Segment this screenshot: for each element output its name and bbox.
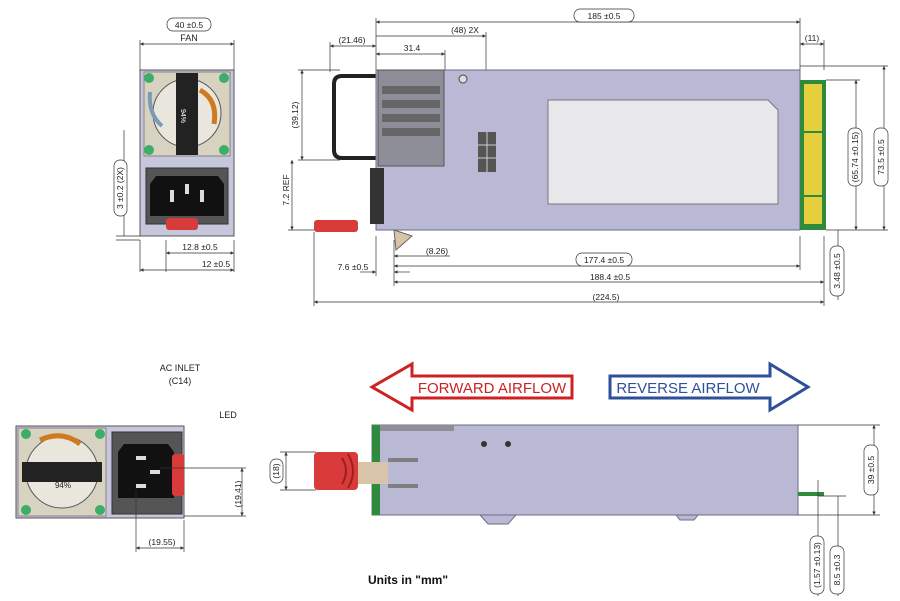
dim-19-55: (19.55) xyxy=(149,537,176,547)
forward-airflow-label: FORWARD AIRFLOW xyxy=(418,380,567,397)
pcb-edge xyxy=(798,492,824,496)
screw-icon xyxy=(21,505,31,515)
screw-icon xyxy=(144,73,154,83)
side-view-bottom: FORWARD AIRFLOW REVERSE AIRFLOW (18) 39 … xyxy=(269,361,880,596)
dim-65-74: (65.74 ±0.15) xyxy=(850,132,860,183)
dim-39-12: (39.12) xyxy=(290,101,300,128)
dim-11: (11) xyxy=(805,33,820,43)
latch-icon xyxy=(166,218,198,230)
length-dim: 185 ±0.5 xyxy=(587,11,620,21)
screw-icon xyxy=(219,73,229,83)
dim-21-46: (21.46) xyxy=(339,35,366,45)
dim-224-5: (224.5) xyxy=(593,292,620,302)
product-label-area xyxy=(547,99,779,205)
dim-48: (48) 2X xyxy=(451,25,479,35)
dim-7-6: 7.6 ±0.5 xyxy=(338,262,369,272)
gold-fingers xyxy=(804,84,822,224)
dim-177-4: 177.4 ±0.5 xyxy=(584,255,624,265)
screw-icon xyxy=(219,145,229,155)
screw-icon xyxy=(144,145,154,155)
ac-inlet-label: AC INLET xyxy=(160,363,201,373)
side-view-top: 185 ±0.5 (48) 2X (21.46) 31.4 (11) (39.1… xyxy=(281,8,889,306)
forward-airflow-arrow-icon xyxy=(368,361,574,413)
dim-18: (18) xyxy=(271,463,281,478)
screw-icon xyxy=(95,429,105,439)
dim-19-41: (19.41) xyxy=(233,480,243,507)
dim-31-4: 31.4 xyxy=(404,43,421,53)
screw-icon xyxy=(458,74,468,84)
led-label: LED xyxy=(219,410,237,420)
reverse-airflow-arrow-icon xyxy=(608,361,811,413)
dim-1-57: (1.57 ±0.13) xyxy=(812,542,822,588)
dim-39: 39 ±0.5 xyxy=(866,456,876,485)
dim-12-8: 12.8 ±0.5 xyxy=(182,242,218,252)
dim-8-26: (8.26) xyxy=(426,246,448,256)
width-dim: 40 ±0.5 xyxy=(175,20,204,30)
latch-block xyxy=(370,168,384,224)
screw-icon xyxy=(95,505,105,515)
c14-label: (C14) xyxy=(169,376,192,386)
fan-label: FAN xyxy=(180,33,198,43)
screw-icon xyxy=(21,429,31,439)
dim-12: 12 ±0.5 xyxy=(202,259,231,269)
dim-3-48: 3.48 ±0.5 xyxy=(832,253,842,289)
fan-hub xyxy=(176,73,198,155)
dim-8-5: 8.5 ±0.3 xyxy=(832,554,842,585)
ac-inlet-icon xyxy=(118,444,174,498)
latch-icon xyxy=(172,454,184,496)
handle-icon xyxy=(332,74,376,160)
reverse-airflow-label: REVERSE AIRFLOW xyxy=(616,380,760,397)
latch-icon xyxy=(314,452,358,490)
screw-icon xyxy=(481,441,487,447)
screw-icon xyxy=(505,441,511,447)
fan-badge: 94% xyxy=(55,481,71,490)
latch-icon xyxy=(314,220,358,232)
psu-body-bottom xyxy=(371,424,799,516)
dim-73-5: 73.5 ±0.5 xyxy=(876,139,886,175)
dim-188-4: 188.4 ±0.5 xyxy=(590,272,630,282)
fan-hub xyxy=(22,462,102,482)
front-view-top: 40 ±0.5 FAN 94% 3 ±0.2 (2X) xyxy=(113,17,235,272)
dim-7-2: 7.2 REF xyxy=(281,174,291,205)
fan-badge: 94% xyxy=(179,109,186,123)
side-dim: 3 ±0.2 (2X) xyxy=(115,167,125,209)
ac-inlet-icon xyxy=(150,176,224,216)
units-note: Units in "mm" xyxy=(368,573,448,587)
front-view-bottom: AC INLET (C14) LED 94% (19.41) (19.55) xyxy=(15,363,246,552)
